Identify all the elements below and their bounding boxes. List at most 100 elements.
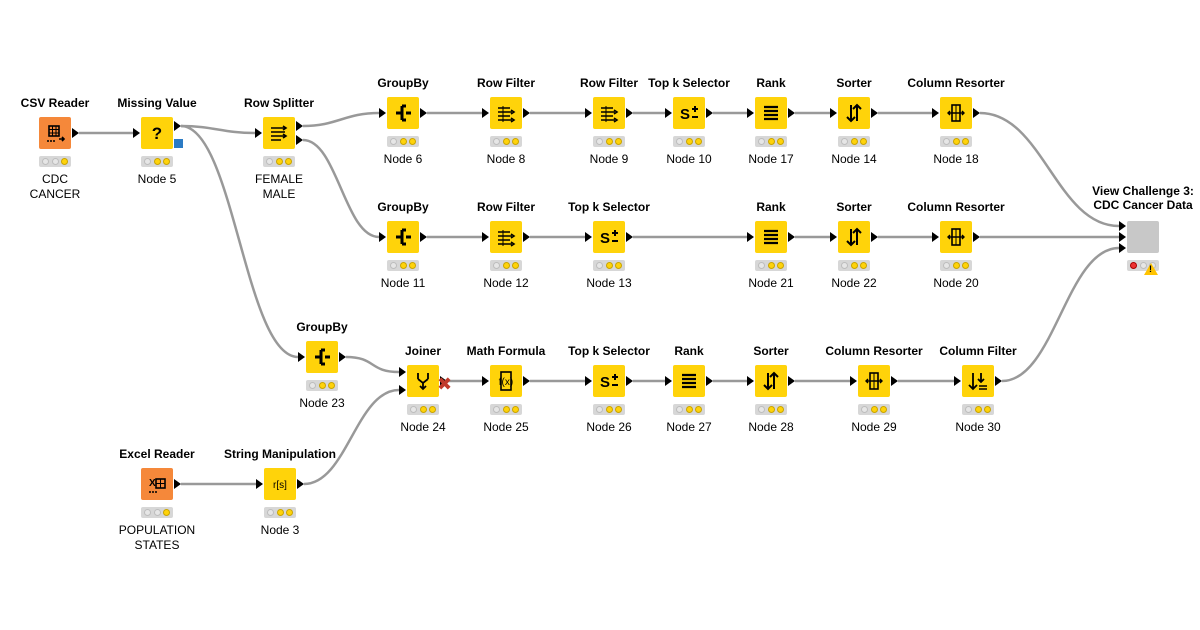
output-port[interactable]: [72, 128, 79, 138]
node-body[interactable]: S: [593, 221, 625, 253]
connection-strman-joiner[interactable]: [303, 388, 400, 486]
output-port[interactable]: [891, 376, 898, 386]
node-body[interactable]: [407, 365, 439, 397]
node-body[interactable]: r[s]: [264, 468, 296, 500]
status-light: [61, 158, 69, 165]
input-port[interactable]: [255, 128, 262, 138]
input-port[interactable]: [665, 108, 672, 118]
connection-gb23-joiner[interactable]: [345, 355, 400, 374]
node-body[interactable]: X: [141, 468, 173, 500]
output-port[interactable]: [440, 376, 447, 386]
output-port[interactable]: [174, 121, 181, 131]
string-manip-icon: r[s]: [269, 473, 291, 495]
input-port[interactable]: [482, 232, 489, 242]
output-port[interactable]: [296, 121, 303, 131]
output-port[interactable]: [523, 376, 530, 386]
node-body[interactable]: S: [673, 97, 705, 129]
output-port[interactable]: [706, 376, 713, 386]
node-body[interactable]: [962, 365, 994, 397]
node-body[interactable]: S: [593, 365, 625, 397]
status-indicator: [593, 404, 625, 415]
output-port[interactable]: [297, 479, 304, 489]
input-port[interactable]: [379, 232, 386, 242]
status-light: [389, 262, 397, 269]
node-body[interactable]: [593, 97, 625, 129]
output-port[interactable]: [420, 232, 427, 242]
node-body[interactable]: [387, 221, 419, 253]
input-port[interactable]: [585, 232, 592, 242]
status-indicator: [673, 404, 705, 415]
connection-cf30-view[interactable]: [1001, 246, 1120, 383]
output-port[interactable]: [788, 376, 795, 386]
input-port[interactable]: [399, 367, 406, 377]
node-body[interactable]: [858, 365, 890, 397]
model-output-port[interactable]: [174, 139, 183, 148]
connection-splitter-gb6[interactable]: [302, 111, 380, 128]
input-port[interactable]: [747, 376, 754, 386]
input-port[interactable]: [1119, 243, 1126, 253]
output-port[interactable]: [973, 232, 980, 242]
node-body[interactable]: [755, 97, 787, 129]
output-port[interactable]: [523, 232, 530, 242]
node-body[interactable]: [1127, 221, 1159, 253]
topk-icon: S: [678, 102, 700, 124]
output-port[interactable]: [626, 232, 633, 242]
connection-missing-gb23[interactable]: [180, 124, 299, 359]
node-body[interactable]: [306, 341, 338, 373]
node-body[interactable]: [673, 365, 705, 397]
input-port[interactable]: [830, 232, 837, 242]
question-icon: ?: [146, 122, 168, 144]
output-port[interactable]: [626, 376, 633, 386]
output-port[interactable]: [788, 232, 795, 242]
input-port[interactable]: [830, 108, 837, 118]
output-port[interactable]: [626, 108, 633, 118]
input-port[interactable]: [585, 376, 592, 386]
node-label-line: CANCER: [29, 187, 81, 201]
input-port[interactable]: [379, 108, 386, 118]
output-port[interactable]: [174, 479, 181, 489]
node-body[interactable]: [755, 365, 787, 397]
node-body[interactable]: [940, 97, 972, 129]
input-port[interactable]: [1119, 232, 1126, 242]
node-body[interactable]: ?: [141, 117, 173, 149]
output-port[interactable]: [339, 352, 346, 362]
node-body[interactable]: [755, 221, 787, 253]
node-body[interactable]: [39, 117, 71, 149]
input-port[interactable]: [932, 232, 939, 242]
input-port[interactable]: [850, 376, 857, 386]
node-body[interactable]: [490, 97, 522, 129]
input-port[interactable]: [747, 232, 754, 242]
node-body[interactable]: [838, 97, 870, 129]
input-port[interactable]: [256, 479, 263, 489]
input-port[interactable]: [133, 128, 140, 138]
input-port[interactable]: [585, 108, 592, 118]
input-port[interactable]: [1119, 221, 1126, 231]
connection-splitter-gb11[interactable]: [302, 138, 380, 239]
node-body[interactable]: [838, 221, 870, 253]
output-port[interactable]: [296, 135, 303, 145]
output-port[interactable]: [871, 108, 878, 118]
output-port[interactable]: [995, 376, 1002, 386]
output-port[interactable]: [706, 108, 713, 118]
input-port[interactable]: [932, 108, 939, 118]
node-body[interactable]: [387, 97, 419, 129]
input-port[interactable]: [399, 385, 406, 395]
input-port[interactable]: [482, 376, 489, 386]
output-port[interactable]: [871, 232, 878, 242]
output-port[interactable]: [523, 108, 530, 118]
node-body[interactable]: [263, 117, 295, 149]
node-body[interactable]: [940, 221, 972, 253]
input-port[interactable]: [747, 108, 754, 118]
input-port[interactable]: [482, 108, 489, 118]
status-light: [605, 262, 613, 269]
input-port[interactable]: [954, 376, 961, 386]
connection-missing-splitter[interactable]: [180, 124, 256, 135]
node-body[interactable]: f(x): [490, 365, 522, 397]
output-port[interactable]: [973, 108, 980, 118]
input-port[interactable]: [665, 376, 672, 386]
connection-cr18-view[interactable]: [979, 111, 1120, 228]
output-port[interactable]: [420, 108, 427, 118]
input-port[interactable]: [298, 352, 305, 362]
output-port[interactable]: [788, 108, 795, 118]
node-body[interactable]: [490, 221, 522, 253]
